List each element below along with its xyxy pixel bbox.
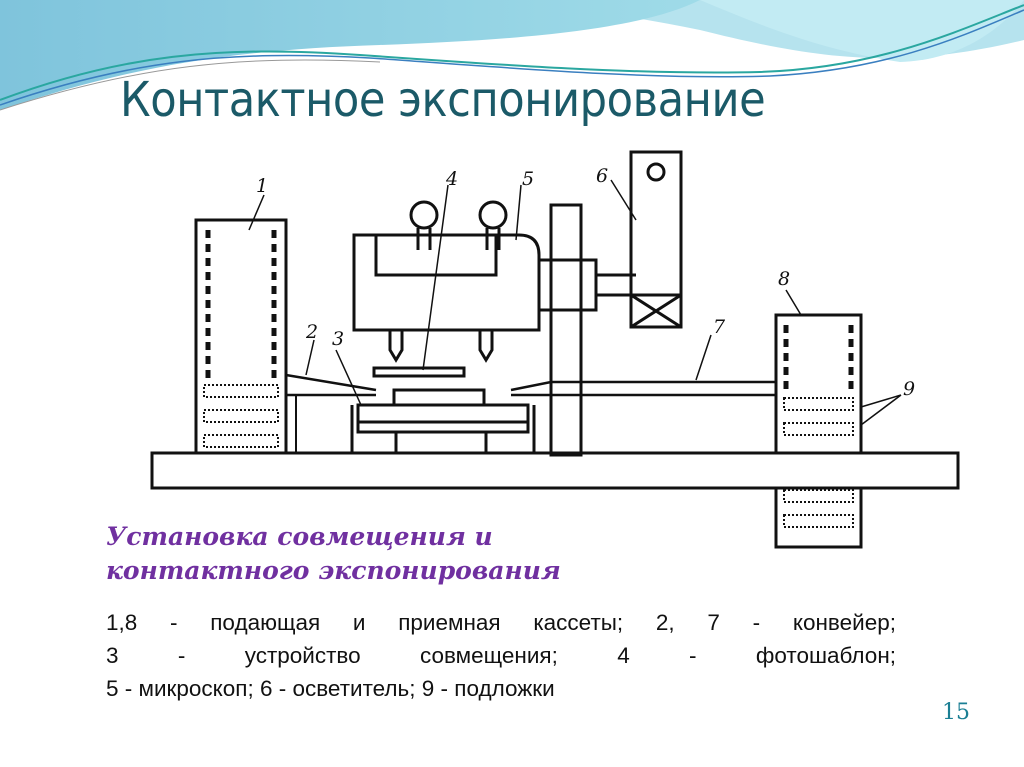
label-9: 9	[903, 378, 915, 400]
caption-line: контактного экспонирования	[106, 556, 561, 585]
illuminator-6	[537, 150, 683, 457]
cassette-8	[150, 313, 960, 549]
microscope-5	[352, 200, 541, 363]
label-8: 8	[778, 268, 790, 290]
diagram-caption: Установка совмещения и контактного экспо…	[106, 520, 561, 588]
label-3: 3	[332, 328, 344, 350]
alignment-device-3	[350, 388, 536, 453]
legend-line: 5 - микроскоп; 6 - осветитель; 9 - подло…	[106, 676, 555, 701]
label-1: 1	[256, 175, 268, 197]
page-number: 15	[942, 700, 970, 725]
legend-line: 3 - устройство совмещения; 4 - фотошабло…	[106, 643, 896, 668]
label-2: 2	[305, 321, 318, 343]
caption-line: Установка совмещения и	[106, 522, 493, 551]
label-7: 7	[713, 316, 726, 338]
slide-title: Контактное экспонирование	[120, 72, 766, 128]
alignment-exposure-diagram: 1 2 3 4 5 6 7 8 9	[150, 150, 960, 549]
label-4: 4	[445, 168, 458, 190]
diagram-legend: 1,8 - подающая и приемная кассеты; 2, 7 …	[106, 606, 896, 705]
cassette-1	[194, 218, 288, 455]
label-5: 5	[522, 168, 534, 190]
label-6: 6	[596, 165, 608, 187]
photomask-4	[372, 366, 466, 378]
conveyor	[285, 373, 776, 397]
legend-line: 1,8 - подающая и приемная кассеты; 2, 7 …	[106, 610, 896, 635]
